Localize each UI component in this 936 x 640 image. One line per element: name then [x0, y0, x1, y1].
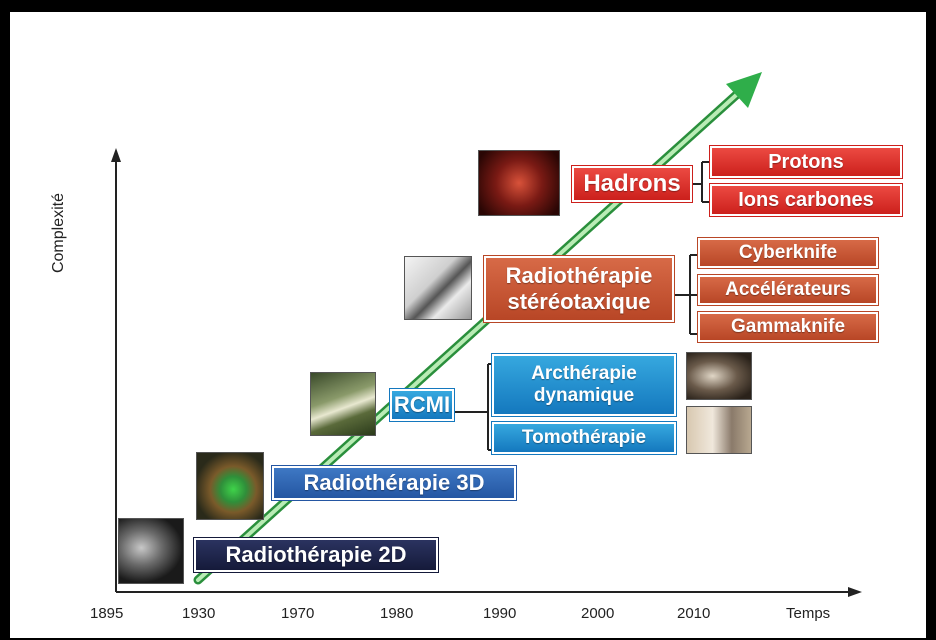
stereotaxique-line-1: Radiothérapie [505, 263, 653, 288]
arctherapie-line-1: Arcthérapie [531, 363, 637, 384]
rcmi-label: RCMI [390, 389, 454, 421]
diagram-frame: Complexité 1895 1930 1970 1980 1990 2000… [10, 12, 926, 638]
protons-label: Protons [710, 146, 902, 178]
rcmi-beam-image [310, 372, 376, 436]
radiotherapie-2d-label: Radiothérapie 2D [194, 538, 438, 572]
x-tick-2010: 2010 [677, 605, 711, 622]
chest-xray-image [118, 518, 184, 584]
arctherapy-machine-image [686, 352, 752, 400]
arctherapie-label: Arcthérapie dynamique [492, 354, 676, 416]
hadrons-label: Hadrons [572, 166, 692, 202]
progress-arrow-shaft-highlight [196, 86, 746, 582]
stereotaxique-line-2: stéréotaxique [507, 289, 651, 314]
stereotaxique-label: Radiothérapie stéréotaxique [484, 256, 674, 322]
progress-arrow-head [726, 72, 762, 108]
cyberknife-label: Cyberknife [698, 238, 878, 268]
3d-dose-rendering-image [196, 452, 264, 520]
stereo-bracket [674, 254, 700, 335]
x-tick-1970: 1970 [281, 605, 315, 622]
x-axis-label: Temps [786, 605, 831, 622]
ions-carbones-label: Ions carbones [710, 184, 902, 216]
x-tick-1895: 1895 [90, 605, 124, 622]
gammaknife-label: Gammaknife [698, 312, 878, 342]
hadron-particle-image [478, 150, 560, 216]
x-axis-arrowhead [848, 587, 862, 597]
x-tick-1980: 1980 [380, 605, 414, 622]
x-tick-1990: 1990 [483, 605, 517, 622]
radiotherapie-3d-label: Radiothérapie 3D [272, 466, 516, 500]
hadrons-bracket [692, 161, 712, 203]
y-axis-arrowhead [111, 148, 121, 162]
rcmi-bracket [480, 363, 496, 451]
x-tick-2000: 2000 [581, 605, 615, 622]
accelerateurs-label: Accélérateurs [698, 275, 878, 305]
x-tick-1930: 1930 [182, 605, 216, 622]
cyberknife-robot-image [404, 256, 472, 320]
tomotherapie-label: Tomothérapie [492, 422, 676, 454]
tomotherapy-machine-image [686, 406, 752, 454]
y-axis-label: Complexité [50, 192, 67, 274]
arctherapie-line-2: dynamique [533, 385, 635, 406]
